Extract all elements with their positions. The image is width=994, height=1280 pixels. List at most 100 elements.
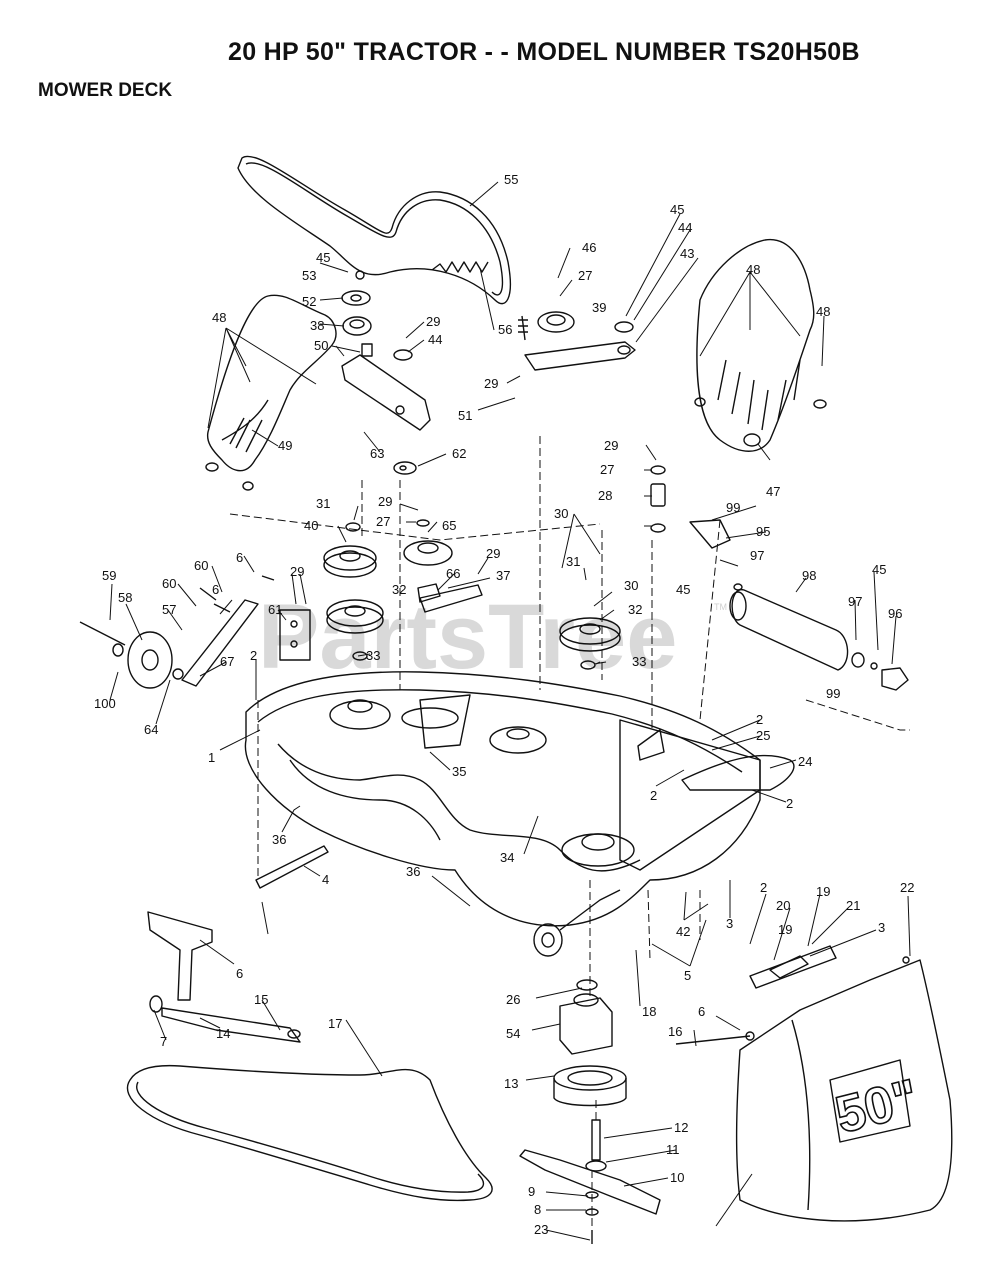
- callout-label: 21: [846, 898, 860, 913]
- callout-label: 55: [504, 172, 518, 187]
- callout-label: 2: [756, 712, 763, 727]
- callout-label: 29: [426, 314, 440, 329]
- link-4: [255, 845, 329, 889]
- callout-label: 44: [678, 220, 692, 235]
- callout-label: 19: [816, 884, 830, 899]
- discharge-chute: [735, 959, 953, 1222]
- callout-label: 49: [278, 438, 292, 453]
- callout-label: 60: [162, 576, 176, 591]
- callout-label: 18: [642, 1004, 656, 1019]
- callout-label: 97: [750, 548, 764, 563]
- callout-label: 6: [698, 1004, 705, 1019]
- callout-label: 99: [826, 686, 840, 701]
- callout-label: 42: [676, 924, 690, 939]
- callout-label: 2: [760, 880, 767, 895]
- chute-hinge: [749, 945, 837, 989]
- callout-label: 14: [216, 1026, 230, 1041]
- bar-7: [161, 1007, 301, 1043]
- callout-label: 31: [316, 496, 330, 511]
- callout-label: 6: [236, 966, 243, 981]
- callout-label: 7: [160, 1034, 167, 1049]
- callout-label: 100: [94, 696, 116, 711]
- watermark-trademark: TM: [714, 602, 727, 612]
- callout-label: 20: [776, 898, 790, 913]
- anti-scalp-roller: [731, 589, 849, 671]
- callout-label: 37: [496, 568, 510, 583]
- callout-label: 44: [428, 332, 442, 347]
- callout-label: 29: [290, 564, 304, 579]
- callout-label: 58: [118, 590, 132, 605]
- lower-belt: [126, 1064, 493, 1202]
- callout-label: 29: [378, 494, 392, 509]
- callout-label: 6: [236, 550, 243, 565]
- idler-bracket: [341, 354, 431, 431]
- callout-label: 59: [102, 568, 116, 583]
- mower-deck-housing: [244, 671, 761, 927]
- callout-label: 27: [376, 514, 390, 529]
- callout-label: 34: [500, 850, 514, 865]
- callout-label: 16: [668, 1024, 682, 1039]
- watermark: PartsTree: [258, 586, 677, 688]
- callout-label: 13: [504, 1076, 518, 1091]
- blade-11: [519, 1149, 661, 1215]
- callout-label: 27: [578, 268, 592, 283]
- callout-label: 50: [314, 338, 328, 353]
- washer-15: [576, 979, 598, 991]
- callout-label: 36: [406, 864, 420, 879]
- callout-label: 56: [498, 322, 512, 337]
- callout-label: 17: [328, 1016, 342, 1031]
- callout-label: 46: [582, 240, 596, 255]
- callout-label: 65: [442, 518, 456, 533]
- callout-label: 32: [628, 602, 642, 617]
- right-belt-cover: [696, 238, 815, 452]
- pulley-32-left: [326, 606, 384, 634]
- spindle-center: [489, 726, 547, 754]
- callout-label: 29: [484, 376, 498, 391]
- callout-label: 96: [888, 606, 902, 621]
- upper-belt: [237, 155, 512, 305]
- bracket-5: [147, 911, 213, 1001]
- callout-label: 19: [778, 922, 792, 937]
- callout-label: 54: [506, 1026, 520, 1041]
- callout-label: 36: [272, 832, 286, 847]
- callout-label: 10: [670, 1170, 684, 1185]
- callout-label: 35: [452, 764, 466, 779]
- left-belt-cover: [206, 294, 337, 472]
- callout-label: 1: [208, 750, 215, 765]
- callout-label: 4: [322, 872, 329, 887]
- chute-decal-text: 50": [830, 1069, 924, 1145]
- callout-label: 29: [604, 438, 618, 453]
- callout-label: 33: [632, 654, 646, 669]
- callout-label: 5: [684, 968, 691, 983]
- callout-label: 53: [302, 268, 316, 283]
- callout-label: 51: [458, 408, 472, 423]
- callout-label: 30: [624, 578, 638, 593]
- callout-label: 45: [670, 202, 684, 217]
- callout-label: 63: [370, 446, 384, 461]
- callout-label: 25: [756, 728, 770, 743]
- callout-label: 38: [310, 318, 324, 333]
- callout-label: 33: [366, 648, 380, 663]
- callout-label: 52: [302, 294, 316, 309]
- callout-label: 3: [878, 920, 885, 935]
- pulley-53: [341, 290, 371, 306]
- callout-label: 9: [528, 1184, 535, 1199]
- callout-label: 2: [786, 796, 793, 811]
- deflector-bracket-37: [419, 584, 483, 613]
- callout-label: 57: [162, 602, 176, 617]
- callout-label: 28: [598, 488, 612, 503]
- callout-label: 2: [650, 788, 657, 803]
- diagram-title: 20 HP 50" TRACTOR - - MODEL NUMBER TS20H…: [228, 38, 860, 66]
- callout-label: 67: [220, 654, 234, 669]
- callout-label: 48: [816, 304, 830, 319]
- callout-label: 39: [592, 300, 606, 315]
- spindle-housing-14: [559, 997, 613, 1055]
- callout-label: 31: [566, 554, 580, 569]
- callout-label: 8: [534, 1202, 541, 1217]
- spindle-left: [329, 700, 391, 730]
- callout-label: 47: [766, 484, 780, 499]
- callout-label: 62: [452, 446, 466, 461]
- callout-label: 45: [676, 582, 690, 597]
- callout-label: 95: [756, 524, 770, 539]
- spindle-ring-16: [553, 1065, 627, 1091]
